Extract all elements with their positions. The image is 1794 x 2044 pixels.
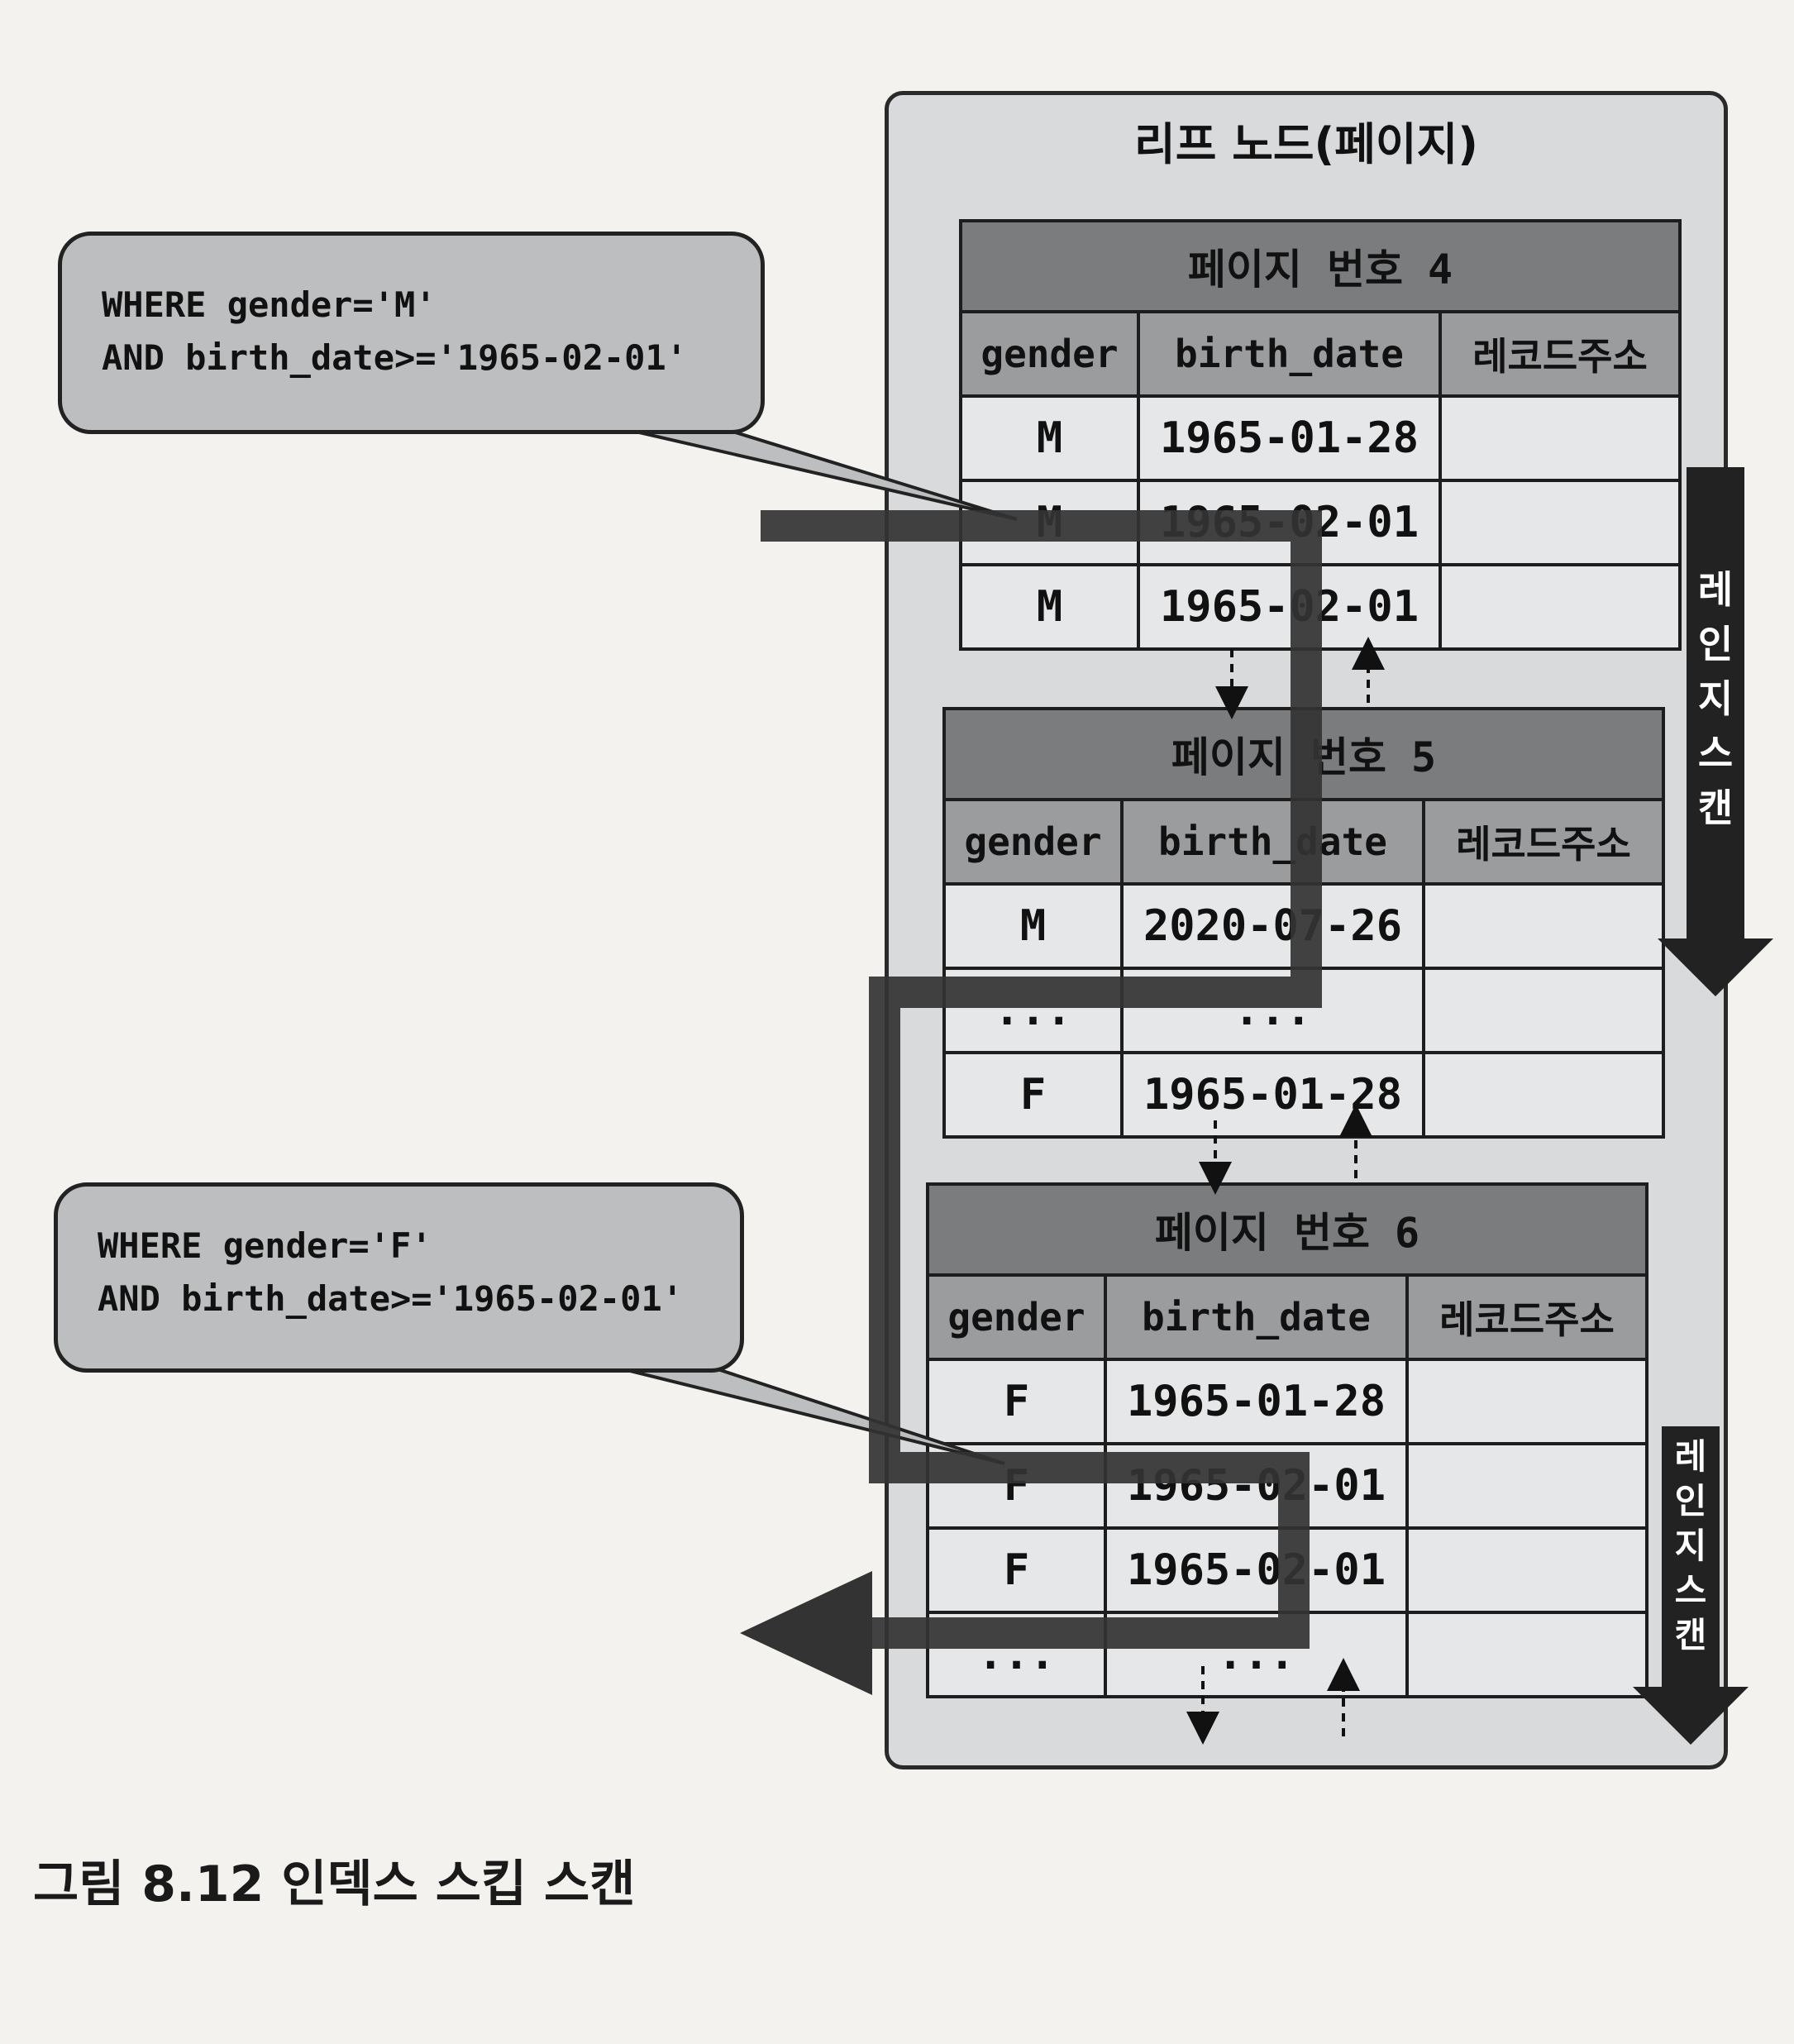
record-address-cell [1405,1442,1649,1530]
callout-gender-f: WHERE gender='F' AND birth_date>='1965-0… [54,1182,744,1373]
table-row: F 1965-02-01 [926,1526,1649,1614]
range-scan-char: 레 [1674,1436,1707,1477]
column-header-record-address: 레코드주소 [1405,1273,1649,1361]
table-row: M 1965-02-01 [959,479,1682,566]
record-address-cell [1405,1611,1649,1698]
leaf-node-title: 리프 노드(페이지) [1134,118,1478,170]
table-row: F 1965-01-28 [942,1051,1666,1139]
birth-date-cell: 1965-01-28 [1120,1051,1425,1139]
record-address-cell [1438,479,1682,566]
callout-line: WHERE gender='M' [102,284,437,325]
record-address-cell [1421,882,1666,970]
birth-date-cell: 1965-01-28 [1104,1358,1409,1445]
page-6-table: 페이지 번호 6 gender birth_date 레코드주소 F 1965-… [925,1182,1649,1698]
gender-cell: M [942,882,1124,970]
birth-date-cell: ... [1120,967,1425,1054]
column-header-gender: gender [942,798,1124,886]
column-header-record-address: 레코드주소 [1438,310,1682,398]
range-scan-char: 지 [1697,676,1734,721]
range-scan-char: 인 [1674,1481,1707,1521]
record-address-cell [1421,1051,1666,1139]
range-scan-char: 캔 [1674,1615,1707,1655]
birth-date-cell: 1965-02-01 [1104,1526,1409,1614]
column-header-birth-date: birth_date [1137,310,1442,398]
range-scan-char: 지 [1674,1526,1707,1566]
record-address-cell [1438,394,1682,482]
table-row: ... ... [926,1611,1649,1698]
callout-line: AND birth_date>='1965-02-01' [98,1278,684,1319]
gender-cell: M [959,479,1140,566]
column-header-gender: gender [959,310,1140,398]
birth-date-cell: 2020-07-26 [1120,882,1425,970]
record-address-cell [1405,1358,1649,1445]
range-scan-char: 레 [1697,567,1734,612]
record-address-cell [1438,563,1682,651]
skip-scan-arrowhead [740,1571,872,1695]
callout-gender-m: WHERE gender='M' AND birth_date>='1965-0… [58,232,765,434]
table-row: F 1965-01-28 [926,1358,1649,1445]
page-title: 페이지 번호 4 [958,219,1682,313]
figure-caption: 그림 8.12 인덱스 스킵 스캔 [33,1855,636,1913]
range-scan-char: 인 [1697,622,1734,666]
gender-cell: F [926,1526,1107,1614]
table-row: ... ... [942,967,1666,1054]
birth-date-cell: 1965-01-28 [1137,394,1442,482]
record-address-cell [1421,967,1666,1054]
range-scan-char: 스 [1697,731,1734,776]
column-header-record-address: 레코드주소 [1421,798,1666,886]
range-scan-char: 스 [1674,1570,1707,1611]
column-header-gender: gender [926,1273,1107,1361]
page-title: 페이지 번호 5 [942,707,1666,801]
birth-date-cell: 1965-02-01 [1104,1442,1409,1530]
record-address-cell [1405,1526,1649,1614]
gender-cell: M [959,394,1140,482]
column-header-birth-date: birth_date [1120,798,1425,886]
gender-cell: F [942,1051,1124,1139]
gender-cell: ... [926,1611,1107,1698]
gender-cell: ... [942,967,1124,1054]
page-5-table: 페이지 번호 5 gender birth_date 레코드주소 M 2020-… [942,707,1666,1139]
birth-date-cell: 1965-02-01 [1137,479,1442,566]
gender-cell: F [926,1442,1107,1530]
range-scan-char: 캔 [1697,786,1734,830]
table-row: M 1965-02-01 [959,563,1682,651]
callout-line: AND birth_date>='1965-02-01' [102,337,688,378]
column-header-birth-date: birth_date [1104,1273,1409,1361]
birth-date-cell: 1965-02-01 [1137,563,1442,651]
page-title: 페이지 번호 6 [925,1182,1649,1277]
table-row: F 1965-02-01 [926,1442,1649,1530]
gender-cell: M [959,563,1140,651]
callout-line: WHERE gender='F' [98,1225,432,1266]
table-row: M 1965-01-28 [959,394,1682,482]
birth-date-cell: ... [1104,1611,1409,1698]
table-row: M 2020-07-26 [942,882,1666,970]
gender-cell: F [926,1358,1107,1445]
page-4-table: 페이지 번호 4 gender birth_date 레코드주소 M 1965-… [958,219,1682,651]
